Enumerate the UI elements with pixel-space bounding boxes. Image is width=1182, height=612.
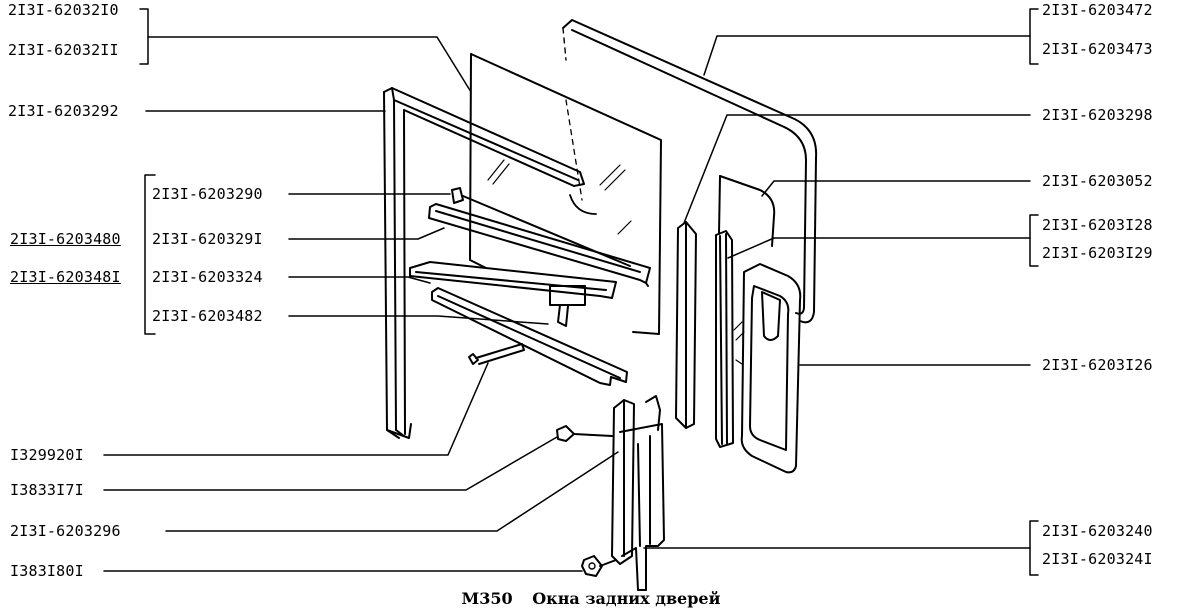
pn-vent-frame: 2I3I-6203I26 (1042, 356, 1153, 374)
pn-nut: I383I80I (10, 562, 84, 580)
strip-middle-part (428, 203, 651, 287)
pn-strip-middle: 2I3I-620329I (152, 230, 263, 248)
main-glass (469, 53, 662, 335)
pn-assembly-b: 2I3I-620348I (10, 268, 121, 286)
pn-vent-seal-b: 2I3I-6203I29 (1042, 244, 1153, 262)
vent-glass (718, 175, 776, 365)
pn-channel-b: 2I3I-620324I (1042, 550, 1153, 568)
pn-channel-a: 2I3I-6203240 (1042, 522, 1153, 540)
left-guide-channel (383, 87, 585, 439)
pn-frame-glass-a: 2I3I-62032I0 (8, 1, 119, 19)
pn-outer-seal-b: 2I3I-6203473 (1042, 40, 1153, 58)
pn-strip-lower: 2I3I-6203482 (152, 307, 263, 325)
pn-bracket: 2I3I-6203324 (152, 268, 263, 286)
nut-part (581, 555, 617, 577)
diagram-caption: M350 Окна задних дверей (0, 589, 1182, 608)
caption-code: M350 (461, 589, 513, 608)
vent-seal (715, 230, 734, 448)
caption-name: Окна задних дверей (532, 589, 721, 608)
bracket-part (409, 261, 617, 327)
strip-lower-part (431, 287, 628, 386)
vent-frame (740, 263, 802, 474)
bolt-part (556, 425, 613, 442)
pn-vent-seal-a: 2I3I-6203I28 (1042, 216, 1153, 234)
pn-channel-bracket: 2I3I-6203296 (10, 522, 121, 540)
pn-screw: I329920I (10, 446, 84, 464)
pn-guide-channel-left: 2I3I-6203292 (8, 102, 119, 120)
pn-vent-glass: 2I3I-6203052 (1042, 172, 1153, 190)
pn-strip-upper: 2I3I-6203290 (152, 185, 263, 203)
channel-assembly (611, 395, 665, 591)
pn-bolt: I3833I7I (10, 481, 84, 499)
screw-part (468, 343, 525, 365)
outer-seal (562, 19, 818, 324)
pn-glass-channel-right: 2I3I-6203298 (1042, 106, 1153, 124)
pn-assembly-a: 2I3I-6203480 (10, 230, 121, 248)
right-glass-channel (675, 221, 697, 429)
pn-outer-seal-a: 2I3I-6203472 (1042, 1, 1153, 19)
leader-lines (103, 8, 1039, 576)
pn-frame-glass-b: 2I3I-62032II (8, 41, 119, 59)
